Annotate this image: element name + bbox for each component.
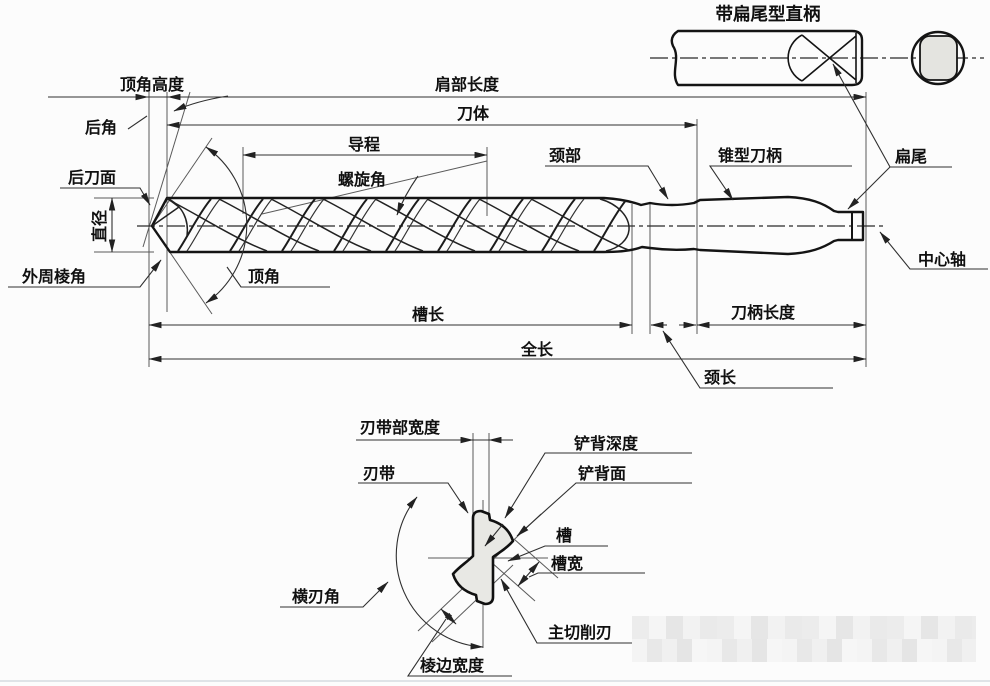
- inset-shank-body: [670, 29, 864, 87]
- taper-shank-label: 锥型刀柄: [718, 146, 782, 165]
- flute-width-label: 槽宽: [551, 554, 583, 573]
- flank-face-label: 后刀面: [68, 169, 116, 187]
- inset-end-view-flat: [919, 35, 958, 81]
- inset-flat-cross: [801, 33, 857, 83]
- mosaic-watermark: [632, 616, 976, 662]
- back-taper-depth-label: 铲背深度: [574, 434, 639, 453]
- diameter-label: 直径: [90, 210, 109, 242]
- flute-length-label: 槽长: [412, 305, 445, 324]
- neck-length-label: 颈长: [704, 368, 737, 387]
- overall-length-label: 全长: [520, 340, 554, 359]
- body-label: 刀体: [457, 104, 490, 123]
- peripheral-corner-label: 外周棱角: [21, 267, 86, 286]
- inset-title-label: 带扁尾型直柄: [716, 4, 821, 24]
- shoulder-length-label: 肩部长度: [435, 75, 500, 94]
- extension-lines: [94, 91, 867, 367]
- land-width-label: 棱边宽度: [420, 656, 485, 675]
- dimension-lines: [48, 93, 867, 650]
- inset-flat-arc: [787, 34, 803, 82]
- center-axis-label: 中心轴: [918, 250, 966, 269]
- point-angle-label: 顶角: [248, 267, 280, 286]
- labels: 带扁尾型直柄 顶角高度 肩部长度 刀体 导程 后角 螺旋角 颈部 锥型刀柄 扁尾…: [21, 4, 966, 675]
- bottom-border-line: [0, 680, 990, 682]
- flute-label: 槽: [556, 526, 572, 545]
- mosaic-row: [632, 639, 976, 662]
- shank-length-label: 刀柄长度: [731, 303, 796, 322]
- relieved-face-label: 铲背面: [578, 464, 626, 483]
- flute-runout-curve: [599, 198, 630, 252]
- neck-label: 颈部: [549, 146, 581, 165]
- main-cutting-edge-label: 主切削刃: [548, 623, 612, 642]
- leader-lines: [8, 63, 988, 677]
- relief-angle-label: 后角: [85, 118, 117, 137]
- point-height-label: 顶角高度: [120, 75, 185, 94]
- tang-label: 扁尾: [895, 147, 927, 166]
- drill-silhouette: [150, 195, 865, 256]
- mosaic-row: [632, 616, 976, 639]
- chisel-edge-angle-label: 横刃角: [292, 587, 340, 606]
- lead-label: 导程: [348, 136, 380, 154]
- flute-helix-pattern: [166, 198, 632, 252]
- inset-end-view-circle: [910, 30, 966, 86]
- helix-angle-label: 螺旋角: [338, 170, 386, 189]
- flat-tang-shank-inset: [670, 29, 966, 87]
- drill-side-view: [150, 195, 865, 256]
- tip-facet-lines: [151, 197, 189, 237]
- margin-label: 刃带: [363, 464, 395, 483]
- margin-width-label: 刃带部宽度: [360, 418, 441, 437]
